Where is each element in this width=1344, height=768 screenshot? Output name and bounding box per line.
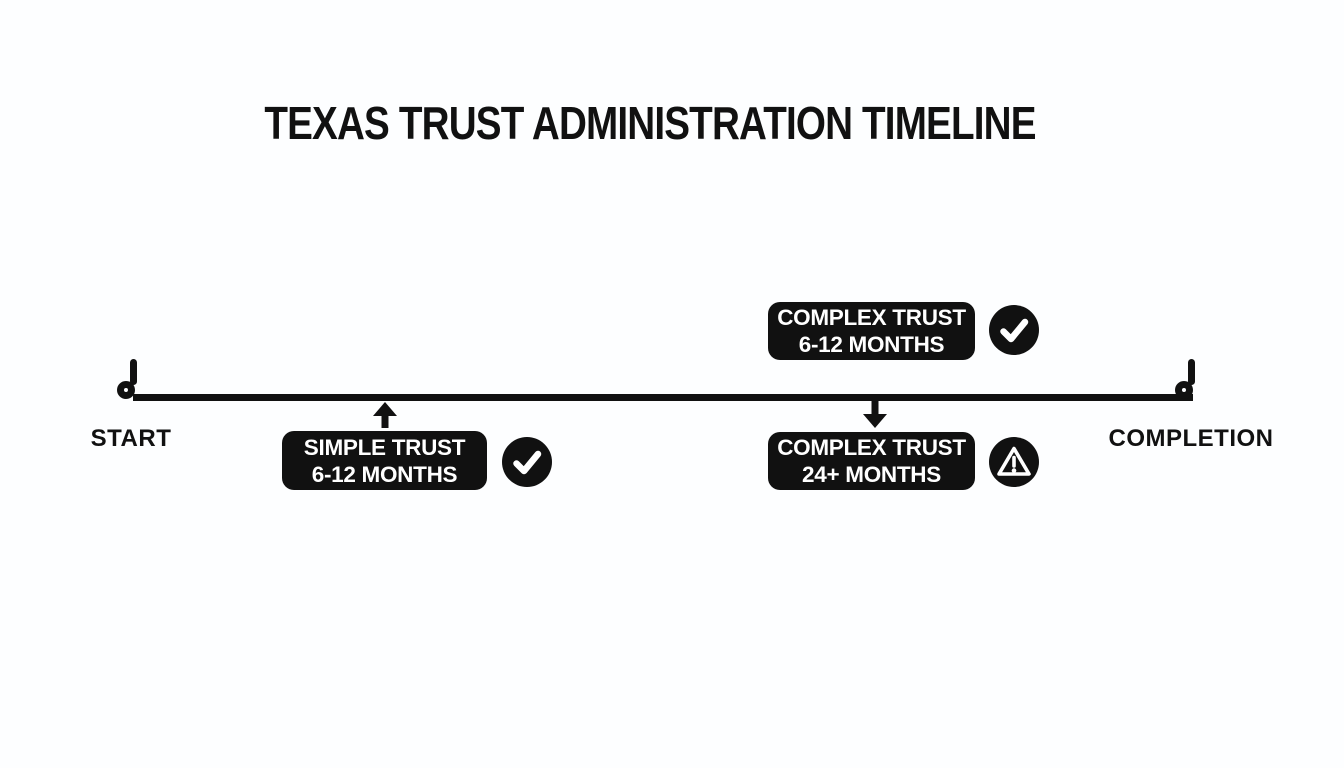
start-marker-circle <box>117 381 135 399</box>
start-marker-stem <box>130 359 137 385</box>
event-box-complex-trust-24plus: COMPLEX TRUST 24+ MONTHS <box>768 432 975 490</box>
event-box-complex-trust-6-12: COMPLEX TRUST 6-12 MONTHS <box>768 302 975 360</box>
completion-label: COMPLETION <box>1108 425 1274 452</box>
event-duration: 24+ MONTHS <box>802 462 941 487</box>
down-arrow-icon <box>862 401 888 428</box>
event-title: SIMPLE TRUST <box>303 434 466 460</box>
event-duration: 6-12 MONTHS <box>798 332 945 357</box>
timeline-line <box>133 394 1193 401</box>
completion-marker-stem <box>1188 359 1195 385</box>
check-icon <box>989 305 1039 355</box>
event-title: COMPLEX TRUST <box>777 305 966 330</box>
event-duration: 6-12 MONTHS <box>311 461 458 487</box>
check-icon <box>502 437 552 487</box>
warning-icon <box>989 437 1039 487</box>
page-title: TEXAS TRUST ADMINISTRATION TIMELINE <box>264 97 1036 149</box>
event-box-simple-trust-6-12: SIMPLE TRUST 6-12 MONTHS <box>282 431 487 490</box>
event-title: COMPLEX TRUST <box>777 435 966 460</box>
completion-marker-circle <box>1175 381 1193 399</box>
start-label: START <box>90 425 172 452</box>
up-arrow-icon <box>372 402 398 428</box>
